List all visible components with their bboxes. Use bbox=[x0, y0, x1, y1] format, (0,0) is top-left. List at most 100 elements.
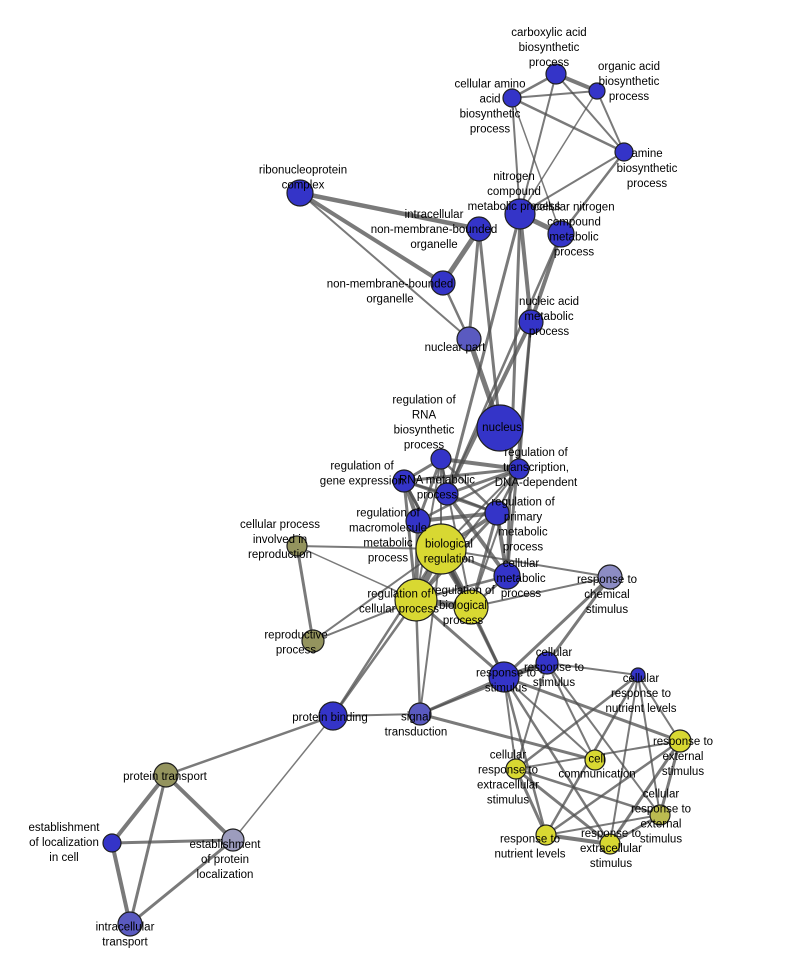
edge-organic-acid--amine[interactable] bbox=[596, 90, 625, 153]
edge-amine--nitrogen-compound[interactable] bbox=[519, 151, 625, 215]
edge-reg-transcription--reg-macromolecule[interactable] bbox=[416, 467, 521, 523]
node-amine[interactable] bbox=[614, 142, 634, 162]
node-cellular-metabolic[interactable] bbox=[493, 562, 521, 590]
edge-protein-transport--est-localization-cell[interactable] bbox=[110, 773, 168, 845]
edge-reg-macromolecule--reg-primary[interactable] bbox=[416, 511, 499, 523]
edge-cellular-resp-nutrient--cellular-resp-extracellular[interactable] bbox=[514, 673, 640, 771]
edge-amine--cellular-nitrogen[interactable] bbox=[559, 150, 626, 236]
edge-carboxylic-acid--nitrogen-compound[interactable] bbox=[519, 73, 557, 215]
node-nitrogen-compound[interactable] bbox=[504, 198, 536, 230]
edge-cpir--reproductive-process[interactable] bbox=[295, 544, 315, 643]
node-est-localization-cell[interactable] bbox=[102, 833, 122, 853]
edge-nitrogen-compound--rna-metabolic[interactable] bbox=[445, 212, 522, 496]
edge-est-protein-localization--intracellular-transport[interactable] bbox=[128, 838, 235, 926]
edge-reproductive-process--biological-regulation[interactable] bbox=[312, 548, 442, 642]
edge-cellular-nitrogen--rna-metabolic[interactable] bbox=[445, 232, 563, 496]
edge-est-localization-cell--intracellular-transport[interactable] bbox=[110, 841, 132, 926]
node-reproductive-process[interactable] bbox=[301, 629, 325, 653]
node-cellular-resp-external[interactable] bbox=[649, 804, 671, 826]
node-resp-external[interactable] bbox=[668, 729, 692, 753]
node-cellular-nitrogen[interactable] bbox=[547, 220, 575, 248]
edge-carboxylic-acid--amine[interactable] bbox=[555, 73, 625, 153]
node-reg-transcription[interactable] bbox=[508, 458, 530, 480]
edge-resp-external--resp-nutrient[interactable] bbox=[544, 739, 682, 837]
node-cpir[interactable] bbox=[286, 535, 308, 557]
edge-cellular-resp-nutrient--resp-external[interactable] bbox=[637, 674, 681, 742]
edge-resp-stimulus--resp-extracellular[interactable] bbox=[502, 675, 612, 846]
node-intracellular-nmbo[interactable] bbox=[466, 216, 492, 242]
node-resp-chemical[interactable] bbox=[597, 564, 623, 590]
edge-resp-stimulus--resp-nutrient[interactable] bbox=[502, 675, 548, 837]
node-nmbo[interactable] bbox=[430, 270, 456, 296]
node-resp-extracellular[interactable] bbox=[599, 833, 621, 855]
node-reg-macromolecule[interactable] bbox=[405, 508, 431, 534]
edge-signal-transduction--cellular-resp-stimulus[interactable] bbox=[418, 661, 549, 716]
edge-organic-acid--cellular-amino[interactable] bbox=[511, 90, 598, 99]
node-rna-metabolic[interactable] bbox=[435, 482, 459, 506]
edge-protein-binding--protein-transport[interactable] bbox=[164, 714, 335, 777]
edge-cell-communication--cellular-resp-stimulus[interactable] bbox=[546, 662, 596, 761]
node-biological-regulation[interactable] bbox=[415, 523, 467, 575]
edge-cellular-resp-stimulus--cellular-resp-external[interactable] bbox=[546, 662, 661, 816]
edge-nucleic-acid--reg-transcription[interactable] bbox=[517, 320, 533, 471]
edge-resp-nutrient--cellular-resp-external[interactable] bbox=[545, 814, 661, 836]
edge-est-protein-localization--protein-binding[interactable] bbox=[232, 715, 334, 841]
edge-cellular-amino--nitrogen-compound[interactable] bbox=[511, 97, 521, 215]
node-protein-binding[interactable] bbox=[318, 701, 348, 731]
node-nucleic-acid[interactable] bbox=[518, 309, 544, 335]
node-nucleus[interactable] bbox=[476, 404, 524, 452]
edge-cellular-amino--cellular-nitrogen[interactable] bbox=[511, 97, 562, 235]
edge-ribonucleoprotein--nuclear-part[interactable] bbox=[299, 192, 470, 340]
node-cell-communication[interactable] bbox=[584, 749, 606, 771]
node-cellular-resp-stimulus[interactable] bbox=[535, 651, 559, 675]
node-cellular-resp-extracellular[interactable] bbox=[505, 758, 527, 780]
edge-resp-chemical--biological-regulation[interactable] bbox=[440, 548, 611, 578]
edge-signal-transduction--cell-communication[interactable] bbox=[418, 712, 597, 762]
edge-resp-external--resp-extracellular[interactable] bbox=[608, 739, 682, 846]
node-reg-primary[interactable] bbox=[484, 500, 510, 526]
node-nuclear-part[interactable] bbox=[456, 326, 482, 352]
edge-reg-transcription--reg-cellular-process[interactable] bbox=[415, 468, 520, 601]
edge-resp-external--cellular-resp-external[interactable] bbox=[658, 739, 682, 817]
edge-reg-rna-biosynth--reg-transcription[interactable] bbox=[439, 457, 521, 471]
edge-protein-transport--est-protein-localization[interactable] bbox=[164, 773, 235, 842]
edge-reg-transcription--rna-metabolic[interactable] bbox=[445, 467, 521, 496]
node-protein-transport[interactable] bbox=[153, 762, 179, 788]
edge-cellular-resp-stimulus--cellular-resp-extracellular[interactable] bbox=[515, 662, 548, 770]
node-cellular-resp-nutrient[interactable] bbox=[630, 667, 646, 683]
node-reg-cellular-process[interactable] bbox=[394, 578, 438, 622]
edge-protein-binding--reg-cellular-process[interactable] bbox=[331, 598, 418, 718]
node-organic-acid[interactable] bbox=[588, 82, 606, 100]
edge-est-localization-cell--est-protein-localization[interactable] bbox=[110, 838, 235, 845]
edge-cellular-resp-extracellular--resp-nutrient[interactable] bbox=[514, 767, 548, 837]
edge-cellular-resp-stimulus--cellular-resp-nutrient[interactable] bbox=[546, 662, 639, 676]
edge-cellular-resp-nutrient--resp-extracellular[interactable] bbox=[609, 674, 639, 845]
node-intracellular-transport[interactable] bbox=[117, 911, 143, 937]
edge-cellular-amino--amine[interactable] bbox=[510, 96, 626, 154]
node-reg-rna-biosynth[interactable] bbox=[430, 448, 452, 470]
edge-cellular-resp-nutrient--cellular-resp-external[interactable] bbox=[637, 674, 661, 816]
edge-cellular-nitrogen--nucleic-acid[interactable] bbox=[529, 232, 563, 324]
node-resp-stimulus[interactable] bbox=[488, 661, 520, 693]
node-resp-nutrient[interactable] bbox=[535, 824, 557, 846]
edge-signal-transduction--biological-regulation[interactable] bbox=[419, 548, 442, 715]
edge-cellular-resp-extracellular--cellular-resp-external[interactable] bbox=[514, 767, 662, 817]
edge-cell-communication--resp-stimulus[interactable] bbox=[503, 676, 596, 761]
node-cellular-amino[interactable] bbox=[502, 88, 522, 108]
edge-cellular-resp-stimulus--resp-chemical[interactable] bbox=[545, 575, 612, 665]
edge-resp-stimulus--resp-chemical[interactable] bbox=[502, 575, 612, 679]
node-reg-gene-expr[interactable] bbox=[392, 469, 416, 493]
edge-cpir--reg-cellular-process[interactable] bbox=[296, 545, 417, 601]
edge-organic-acid--nitrogen-compound[interactable] bbox=[519, 90, 598, 215]
node-carboxylic-acid[interactable] bbox=[545, 63, 567, 85]
edge-resp-chemical--reg-biological-process[interactable] bbox=[470, 576, 611, 608]
edge-ribonucleoprotein--intracellular-nmbo[interactable] bbox=[297, 190, 482, 232]
edge-protein-transport--intracellular-transport[interactable] bbox=[128, 773, 168, 926]
edge-ribonucleoprotein--nmbo[interactable] bbox=[298, 191, 445, 285]
node-reg-biological-process[interactable] bbox=[453, 589, 489, 625]
edge-reg-transcription--reg-gene-expr[interactable] bbox=[402, 467, 521, 483]
edge-resp-nutrient--resp-extracellular[interactable] bbox=[544, 833, 612, 846]
node-ribonucleoprotein[interactable] bbox=[286, 179, 314, 207]
edge-cellular-resp-extracellular--resp-extracellular[interactable] bbox=[514, 767, 612, 846]
